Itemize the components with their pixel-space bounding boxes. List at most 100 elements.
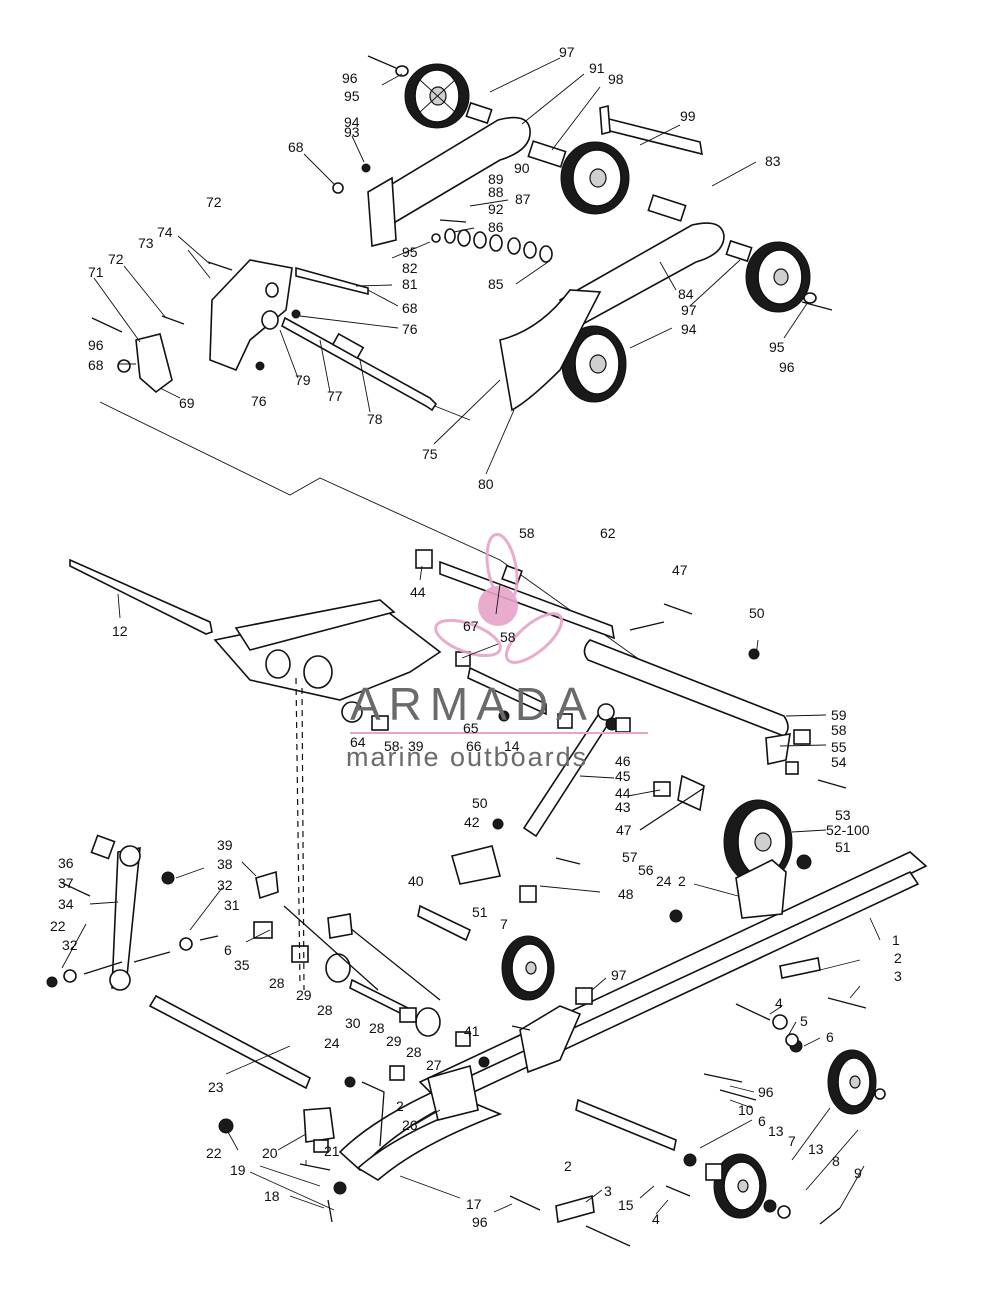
callout: 6 bbox=[224, 942, 232, 958]
callout: 73 bbox=[138, 235, 154, 251]
callout: 72 bbox=[206, 194, 222, 210]
wheel-upper-lower bbox=[561, 325, 627, 403]
callout: 9 bbox=[854, 1165, 862, 1181]
callout: 82 bbox=[402, 260, 418, 276]
callout: 47 bbox=[672, 562, 688, 578]
callout: 83 bbox=[765, 153, 781, 169]
callout: 97 bbox=[611, 967, 627, 983]
callout: 28 bbox=[269, 975, 285, 991]
callout: 78 bbox=[367, 411, 383, 427]
callout: 53 bbox=[835, 807, 851, 823]
callout: 15 bbox=[618, 1197, 634, 1213]
wheel-13 bbox=[713, 1153, 767, 1219]
callout: 56 bbox=[638, 862, 654, 878]
callout: 19 bbox=[230, 1162, 246, 1178]
callout: 45 bbox=[615, 768, 631, 784]
callout: 58 bbox=[384, 738, 400, 754]
callout: 13 bbox=[808, 1141, 824, 1157]
callout: 2 bbox=[894, 950, 902, 966]
callout: 58 bbox=[831, 722, 847, 738]
callout: 42 bbox=[464, 814, 480, 830]
callout: 6 bbox=[826, 1029, 834, 1045]
callout: 86 bbox=[488, 219, 504, 235]
callout: 30 bbox=[345, 1015, 361, 1031]
callout: 76 bbox=[251, 393, 267, 409]
callout: 75 bbox=[422, 446, 438, 462]
callout: 97 bbox=[559, 44, 575, 60]
callout-labels: 97 91 98 96 95 94 99 93 83 68 90 89 88 8… bbox=[50, 44, 902, 1230]
wheel-upper-right bbox=[745, 241, 811, 313]
callout: 17 bbox=[466, 1196, 482, 1212]
callout: 81 bbox=[402, 276, 418, 292]
callout: 88 bbox=[488, 184, 504, 200]
callout: 29 bbox=[386, 1033, 402, 1049]
callout: 4 bbox=[652, 1211, 660, 1227]
callout: 6 bbox=[758, 1113, 766, 1129]
wheel-7-center bbox=[501, 935, 555, 1001]
callout: 28 bbox=[317, 1002, 333, 1018]
callout: 27 bbox=[426, 1057, 442, 1073]
callout: 55 bbox=[831, 739, 847, 755]
callout: 44 bbox=[410, 584, 426, 600]
callout: 94 bbox=[344, 114, 360, 130]
callout: 13 bbox=[768, 1123, 784, 1139]
callout: 58 bbox=[500, 629, 516, 645]
callout: 35 bbox=[234, 957, 250, 973]
callout: 32 bbox=[62, 937, 78, 953]
callout: 96 bbox=[472, 1214, 488, 1230]
callout: 96 bbox=[779, 359, 795, 375]
callout: 21 bbox=[324, 1143, 340, 1159]
callout: 36 bbox=[58, 855, 74, 871]
callout: 95 bbox=[402, 244, 418, 260]
callout: 51 bbox=[835, 839, 851, 855]
callout: 57 bbox=[622, 849, 638, 865]
callout: 24 bbox=[324, 1035, 340, 1051]
callout: 93 bbox=[344, 124, 360, 140]
callout: 97 bbox=[681, 302, 697, 318]
callout: 66 bbox=[466, 738, 482, 754]
leader-lines bbox=[61, 57, 881, 1215]
callout: 28 bbox=[369, 1020, 385, 1036]
callout: 7 bbox=[500, 916, 508, 932]
callout: 96 bbox=[88, 337, 104, 353]
callout: 14 bbox=[504, 738, 520, 754]
callout: 38 bbox=[217, 856, 233, 872]
callout: 34 bbox=[58, 896, 74, 912]
callout: 12 bbox=[112, 623, 128, 639]
callout: 95 bbox=[344, 88, 360, 104]
lower-assembly bbox=[46, 549, 928, 1247]
callout: 3 bbox=[604, 1183, 612, 1199]
callout: 22 bbox=[50, 918, 66, 934]
callout: 37 bbox=[58, 875, 74, 891]
callout: 92 bbox=[488, 201, 504, 217]
callout: 67 bbox=[463, 618, 479, 634]
callout: 4 bbox=[775, 995, 783, 1011]
callout: 94 bbox=[681, 321, 697, 337]
callout: 77 bbox=[327, 388, 343, 404]
callout: 99 bbox=[680, 108, 696, 124]
callout: 1 bbox=[892, 932, 900, 948]
callout: 31 bbox=[224, 897, 240, 913]
callout: 24 bbox=[656, 873, 672, 889]
callout: 72 bbox=[108, 251, 124, 267]
callout: 26 bbox=[402, 1117, 418, 1133]
watermark-tagline: marine outboards bbox=[346, 742, 588, 772]
callout: 20 bbox=[262, 1145, 278, 1161]
callout: 48 bbox=[618, 886, 634, 902]
callout: 44 bbox=[615, 785, 631, 801]
wheel-upper-center bbox=[560, 141, 630, 215]
callout: 68 bbox=[402, 300, 418, 316]
callout: 62 bbox=[600, 525, 616, 541]
callout: 7 bbox=[788, 1133, 796, 1149]
callout: 52-100 bbox=[826, 822, 870, 838]
callout: 50 bbox=[749, 605, 765, 621]
callout: 96 bbox=[342, 70, 358, 86]
callout: 39 bbox=[217, 837, 233, 853]
callout: 65 bbox=[463, 720, 479, 736]
callout: 54 bbox=[831, 754, 847, 770]
callout: 2 bbox=[396, 1098, 404, 1114]
callout: 22 bbox=[206, 1145, 222, 1161]
callout: 32 bbox=[217, 877, 233, 893]
callout: 18 bbox=[264, 1188, 280, 1204]
callout: 2 bbox=[564, 1158, 572, 1174]
